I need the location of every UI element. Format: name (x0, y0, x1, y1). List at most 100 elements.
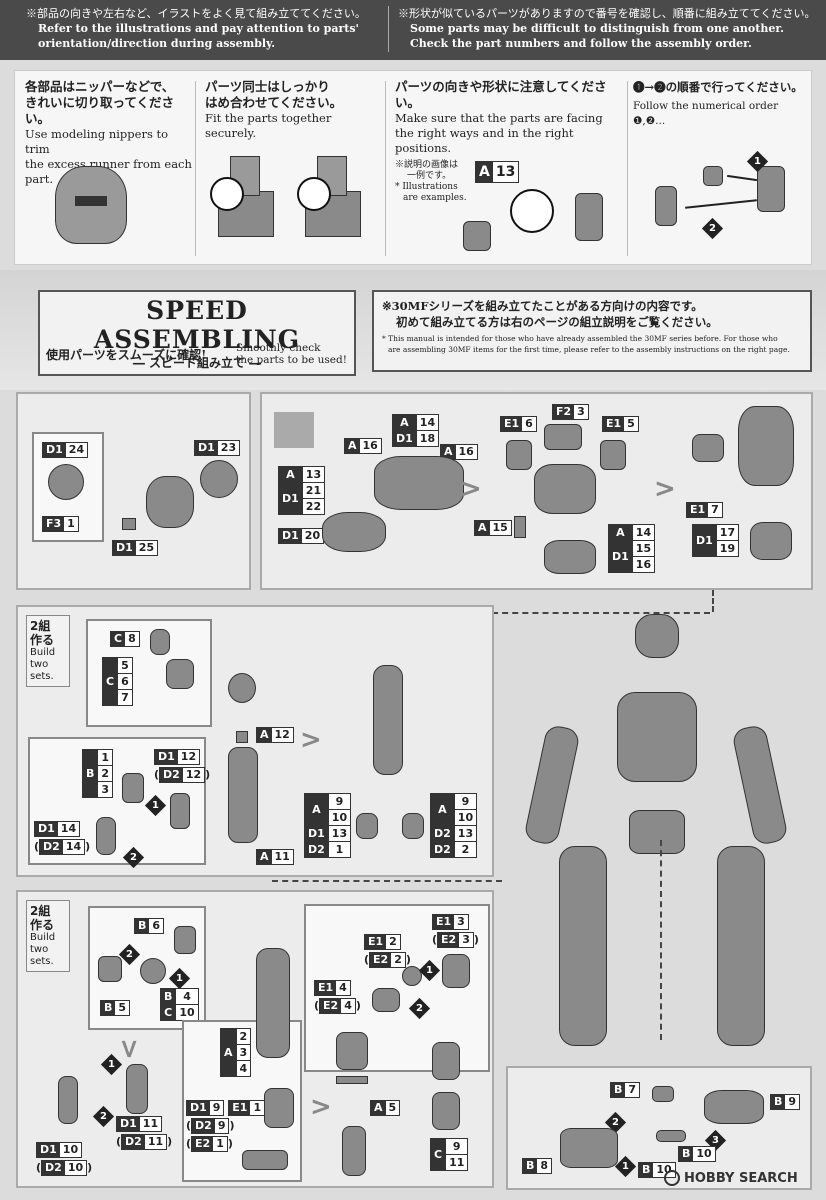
tip-fit-en2: securely. (205, 126, 257, 140)
head-illustration (55, 166, 127, 246)
tip-fit-jp2: はめ合わせてください。 (205, 95, 343, 110)
tip-nippers-jp2: きれいに切り取ってください。 (25, 95, 175, 126)
header-right: ※形状が似ているパーツがありますので番号を確認し、順番に組み立ててください。 S… (398, 6, 815, 51)
header-left-en2: orientation/direction during assembly. (38, 37, 276, 50)
tip-fit: パーツ同士はしっかり はめ合わせてください。 Fit the parts tog… (205, 79, 385, 141)
tip-orientation-en1: Make sure that the parts are facing (395, 111, 603, 125)
step2-bubble: 2 (701, 216, 724, 240)
step1-bubble-back: 1 (614, 1154, 637, 1178)
header-banner: ※部品の向きや左右など、イラストをよく見て組み立ててください。 Refer to… (0, 0, 826, 60)
tip-nippers-en1: Use modeling nippers to trim (25, 127, 169, 156)
sticker-icon (274, 412, 314, 448)
tip-divider-1 (195, 81, 196, 256)
tip-order-jp: ❶→❷の順番で行ってください。 (633, 80, 803, 94)
dashed-guide-2 (712, 590, 714, 612)
chevron-right-icon-2: > (654, 474, 676, 504)
fit-ok-illustration (210, 151, 280, 241)
watermark-text: HOBBY SEARCH (684, 1170, 798, 1186)
speed-title: SPEED ASSEMBLING (93, 296, 301, 354)
step2-bubble-knee: 2 (118, 942, 141, 966)
speed-subtitle: ― スピード組み立て ― (132, 356, 262, 370)
header-right-jp: ※形状が似ているパーツがありますので番号を確認し、順番に組み立ててください。 (398, 7, 816, 20)
header-divider (388, 6, 389, 52)
watermark: HOBBY SEARCH (664, 1170, 798, 1186)
chevron-right-icon: > (460, 474, 482, 504)
step2-bubble-arm: 2 (122, 845, 145, 869)
magnify-circle (510, 189, 554, 233)
speed-title-box: SPEED ASSEMBLING ― スピード組み立て ― 使用パーツをスムーズ… (38, 290, 356, 376)
step2-bubble-back: 2 (604, 1110, 627, 1134)
step1-bubble-knee: 1 (168, 966, 191, 990)
chevron-right-icon-3: > (300, 725, 322, 755)
tip-divider-3 (627, 81, 628, 256)
tip-divider-2 (385, 81, 386, 256)
tip-nippers: 各部品はニッパーなどで、 きれいに切り取ってください。 Use modeling… (25, 79, 195, 187)
tip-note-en1: * Illustrations (395, 182, 458, 192)
step2-bubble-foot: 2 (408, 996, 431, 1020)
assembled-robot-figure (505, 600, 815, 1060)
speed-note-jp1: ※30MFシリーズを組み立てたことがある方向けの内容です。 (382, 299, 703, 313)
tip-note-jp2: 一例です。 (407, 171, 452, 181)
tip-orientation-jp: パーツの向きや形状に注意してください。 (395, 79, 607, 110)
speed-check-en1: Smoothly check (236, 342, 321, 354)
speed-check-en2: the parts to be used! (236, 354, 347, 366)
speed-note-en1: * This manual is intended for those who … (382, 334, 778, 343)
tip-order-en: Follow the numerical order ❶,❷... (633, 100, 779, 127)
speed-note-box: ※30MFシリーズを組み立てたことがある方向けの内容です。 初めて組み立てる方は… (372, 290, 812, 372)
header-left-jp: ※部品の向きや左右など、イラストをよく見て組み立ててください。 (26, 7, 366, 20)
step2-bubble-leg: 2 (92, 1104, 115, 1128)
tip-nippers-en2: the excess runner from each part. (25, 157, 192, 186)
no-gap-icon (210, 177, 244, 211)
tip-fit-en1: Fit the parts together (205, 111, 332, 125)
step1-bubble-leg: 1 (100, 1052, 123, 1076)
hobby-search-logo-icon (664, 1170, 680, 1186)
header-left: ※部品の向きや左右など、イラストをよく見て組み立ててください。 Refer to… (26, 6, 366, 51)
step1-bubble-foot: 1 (418, 958, 441, 982)
tip-nippers-jp1: 各部品はニッパーなどで、 (25, 79, 175, 94)
dashed-guide-4 (660, 840, 662, 1040)
speed-note-jp2: 初めて組み立てる方は右のページの組立説明をご覧ください。 (396, 315, 718, 329)
tip-order: ❶→❷の順番で行ってください。 Follow the numerical ord… (633, 79, 811, 129)
speed-note-en2: are assembling 30MF items for the first … (388, 345, 790, 354)
step1-bubble-arm: 1 (144, 793, 167, 817)
